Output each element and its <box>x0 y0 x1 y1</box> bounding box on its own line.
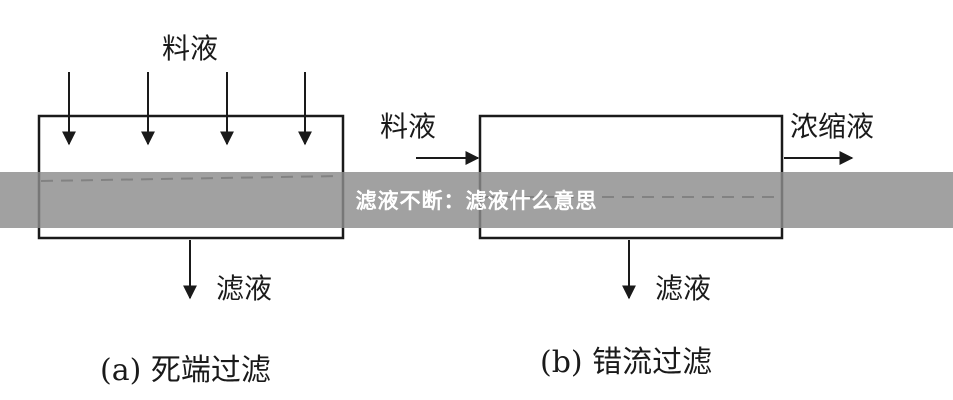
cross-flow-filtrate-label: 滤液 <box>655 272 711 305</box>
dead-end-filtrate-label: 滤液 <box>216 272 272 305</box>
cross-flow-feed-label: 料液 <box>380 110 436 143</box>
cross-flow-panel: 料液 浓缩液 滤液 (b) 错流过滤 <box>380 110 874 380</box>
banner-title: 滤液不断：滤液什么意思 <box>355 189 598 213</box>
concentrate-label: 浓缩液 <box>790 110 874 143</box>
dead-end-feed-label: 料液 <box>162 32 218 65</box>
title-banner: 滤液不断：滤液什么意思 <box>0 172 953 228</box>
cross-flow-caption: (b) 错流过滤 <box>540 345 712 380</box>
dead-end-caption: (a) 死端过滤 <box>100 353 271 388</box>
dead-end-panel: 料液 滤液 (a) 死端过滤 <box>37 32 345 388</box>
